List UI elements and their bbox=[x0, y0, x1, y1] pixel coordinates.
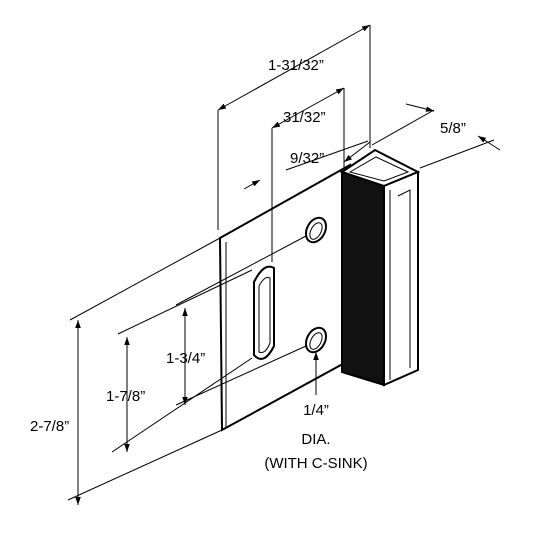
slot-length-label: 1-7/8” bbox=[106, 388, 145, 405]
bar-side-face bbox=[341, 170, 385, 387]
mounting-plate bbox=[218, 163, 351, 432]
hole-note-label: (WITH C-SINK) bbox=[264, 455, 367, 472]
dimension-lines bbox=[67, 24, 501, 505]
hole-spacing-label: 1-3/4” bbox=[166, 350, 205, 367]
overall-height-label: 2-7/8” bbox=[30, 418, 69, 435]
bar-depth-label: 5/8” bbox=[440, 120, 466, 137]
overall-width-label: 1-31/32” bbox=[268, 57, 324, 74]
hole-size-label: 1/4” bbox=[303, 402, 329, 419]
slot-width-label: 9/32” bbox=[290, 150, 324, 167]
bar-front-face bbox=[383, 170, 419, 387]
slot-offset-label: 31/32” bbox=[283, 109, 326, 126]
hole-type-label: DIA. bbox=[301, 431, 330, 448]
slot bbox=[253, 265, 275, 360]
bracket-part bbox=[218, 148, 421, 432]
